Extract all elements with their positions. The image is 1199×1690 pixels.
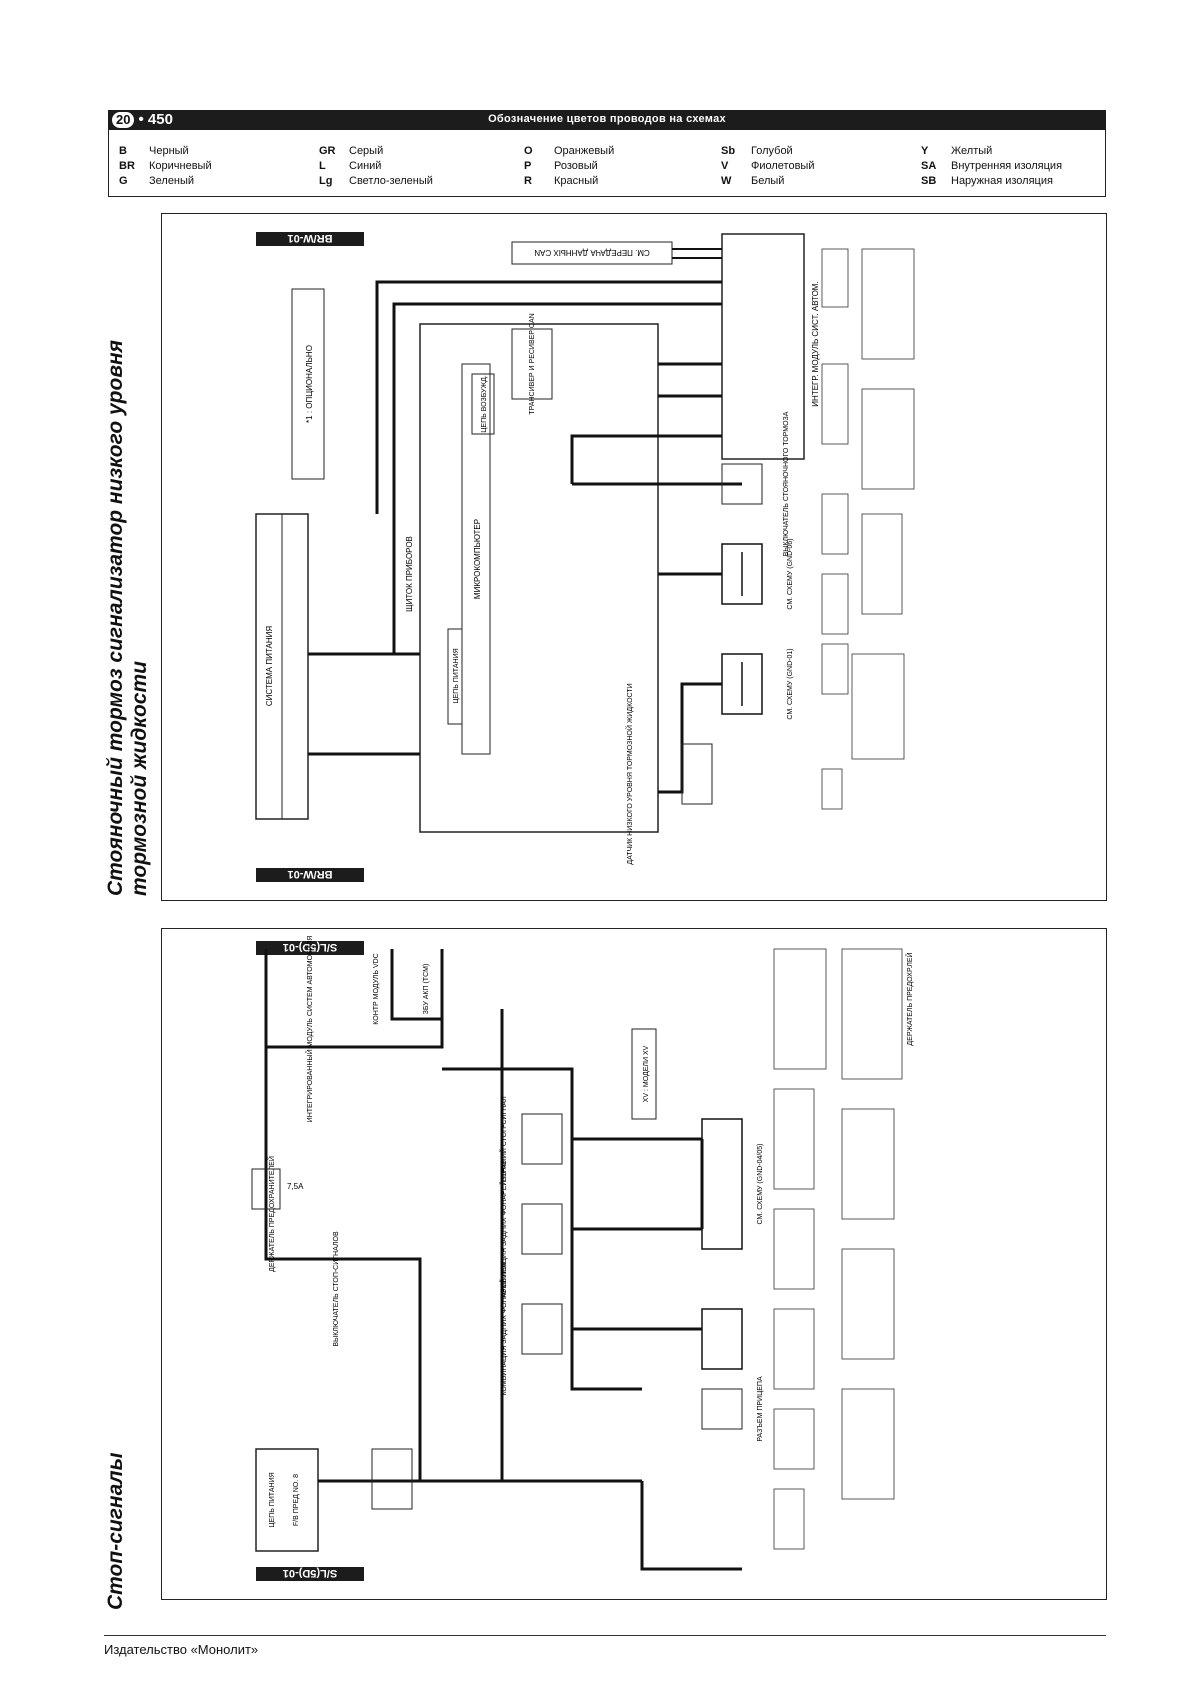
page-header: 20• 450 Обозначение цветов проводов на с… bbox=[108, 110, 1106, 130]
diagram-tag-bottom: BR/W-01 bbox=[256, 868, 364, 882]
svg-text:ДАТЧИК НИЗКОГО УРОВНЯ ТОРМОЗНО: ДАТЧИК НИЗКОГО УРОВНЯ ТОРМОЗНОЙ ЖИДКОСТИ bbox=[625, 683, 634, 864]
fuse-holder-bottom-label: ДЕРЖАТЕЛЬ ПРЕДОХР.ЛЕЙ bbox=[905, 952, 914, 1045]
svg-text:ТРАНСИВЕР И РЕСИВЕР CAN: ТРАНСИВЕР И РЕСИВЕР CAN bbox=[529, 313, 536, 414]
diagram-tag-top: S/L(5D)-01 bbox=[256, 941, 364, 955]
power-box: ЦЕПЬ ПИТАНИЯ F/B ПРЕД NO. 8 bbox=[255, 1448, 319, 1552]
page-number-text: • 450 bbox=[138, 111, 173, 128]
connector-pin-grids bbox=[821, 248, 915, 810]
svg-text:МИКРОКОМПЬЮТЕР: МИКРОКОМПЬЮТЕР bbox=[473, 519, 482, 599]
page-title: Обозначение цветов проводов на схемах bbox=[488, 113, 726, 125]
integrated-module-label: ИНТЕГРИРОВАННЫЙ МОДУЛЬ СИСТЕМ АВТОМОБИЛЯ bbox=[305, 936, 314, 1123]
connector-pin-grids bbox=[773, 948, 903, 1550]
power-system-box: СИСТЕМА ПИТАНИЯ bbox=[255, 513, 309, 820]
trailer-connector bbox=[701, 1388, 743, 1430]
xv-note-text: XV : МОДЕЛИ XV bbox=[643, 1045, 650, 1102]
vdc-module-label: КОНТР МОДУЛЬ VDC bbox=[373, 953, 380, 1024]
svg-text:S/L(5D)-01: S/L(5D)-01 bbox=[283, 1567, 337, 1579]
diagram-tag-top: BR/W-01 bbox=[256, 232, 364, 246]
svg-text:*1 : ОПЦИОНАЛЬНО: *1 : ОПЦИОНАЛЬНО bbox=[305, 345, 314, 423]
parking-brake-schematic: BR/W-01 BR/W-01 СИСТЕМА ПИТАНИЯ ЩИТОК ПР… bbox=[255, 232, 915, 882]
fuse bbox=[251, 1168, 281, 1210]
diagram2-caption: Стоп-сигналы bbox=[104, 1452, 127, 1610]
svg-text:S/L(5D)-01: S/L(5D)-01 bbox=[283, 941, 337, 953]
wire-harness bbox=[308, 280, 742, 794]
rear-right-lamp bbox=[521, 1203, 563, 1255]
ground-ref: СМ. СХЕМУ (GND-04/05) bbox=[757, 1144, 764, 1225]
svg-text:ЦЕПЬ ПИТАНИЯ: ЦЕПЬ ПИТАНИЯ bbox=[269, 1472, 276, 1527]
svg-text:СИСТЕМА ПИТАНИЯ: СИСТЕМА ПИТАНИЯ bbox=[265, 626, 274, 706]
svg-text:ЦЕПЬ ВОЗБУЖД.: ЦЕПЬ ВОЗБУЖД. bbox=[481, 375, 488, 433]
rear-left-label: КОМБИНАЦИЯ ЗАДНИХ ФОНАРЕЙ ЛЕВ bbox=[499, 1262, 508, 1395]
rear-left-lamp bbox=[521, 1303, 563, 1355]
page-number: 20• 450 bbox=[112, 111, 173, 128]
instrument-panel-box: ЩИТОК ПРИБОРОВ МИКРОКОМПЬЮТЕР ЦЕПЬ ПИТАН… bbox=[405, 313, 659, 833]
parking-brake-diagram: BR/W-01 BR/W-01 СИСТЕМА ПИТАНИЯ ЩИТОК ПР… bbox=[161, 213, 1107, 901]
svg-text:ВЫКЛЮЧАТЕЛЬ СТОЯНОЧНОГО ТОРМОЗ: ВЫКЛЮЧАТЕЛЬ СТОЯНОЧНОГО ТОРМОЗА bbox=[783, 411, 790, 556]
svg-text:СМ. ПЕРЕДАЧА ДАННЫХ CAN: СМ. ПЕРЕДАЧА ДАННЫХ CAN bbox=[534, 248, 650, 257]
ground-ref-gnd06: СМ. СХЕМУ (GND-06) bbox=[787, 538, 794, 609]
ground-symbol bbox=[701, 1118, 743, 1370]
fluid-level-sensor: ДАТЧИК НИЗКОГО УРОВНЯ ТОРМОЗНОЙ ЖИДКОСТИ bbox=[625, 683, 713, 865]
svg-text:BR/W-01: BR/W-01 bbox=[287, 232, 332, 244]
stop-lights-diagram: S/L(5D)-01 S/L(5D)-01 ЦЕПЬ ПИТАНИЯ F/B П… bbox=[161, 928, 1107, 1600]
svg-text:ЦЕПЬ ПИТАНИЯ: ЦЕПЬ ПИТАНИЯ bbox=[453, 648, 460, 703]
stop-lights-schematic: S/L(5D)-01 S/L(5D)-01 ЦЕПЬ ПИТАНИЯ F/B П… bbox=[251, 936, 914, 1581]
section-badge: 20 bbox=[112, 112, 135, 128]
footer-rule bbox=[104, 1635, 1106, 1636]
fuse-holder-label: ДЕРЖАТЕЛЬ ПРЕДОХРАНИТЕЛЕЙ bbox=[267, 1156, 276, 1272]
svg-text:ИНТЕГР. МОДУЛЬ СИСТ. АВТОМ.: ИНТЕГР. МОДУЛЬ СИСТ. АВТОМ. bbox=[811, 281, 820, 406]
svg-text:F/B ПРЕД NO. 8: F/B ПРЕД NO. 8 bbox=[293, 1474, 300, 1526]
integrated-module-box: ИНТЕГР. МОДУЛЬ СИСТ. АВТОМ. bbox=[721, 233, 820, 460]
upper-stop-lamp bbox=[521, 1113, 563, 1165]
svg-text:ЩИТОК ПРИБОРОВ: ЩИТОК ПРИБОРОВ bbox=[405, 536, 414, 612]
ground-symbol bbox=[721, 543, 763, 715]
ground-ref-gnd01: СМ. СХЕМУ (GND-01) bbox=[787, 648, 794, 719]
upper-stop-label: ВЕРХНИЙ СТОП-СИГНАЛ bbox=[499, 1096, 508, 1182]
can-reference: СМ. ПЕРЕДАЧА ДАННЫХ CAN bbox=[511, 241, 722, 265]
xv-note bbox=[631, 1028, 657, 1120]
parking-brake-switch: ВЫКЛЮЧАТЕЛЬ СТОЯНОЧНОГО ТОРМОЗА bbox=[721, 411, 790, 556]
diagram-tag-bottom: S/L(5D)-01 bbox=[256, 1567, 364, 1581]
fuse-rating: 7,5A bbox=[287, 1182, 304, 1191]
optional-note: *1 : ОПЦИОНАЛЬНО bbox=[291, 288, 325, 480]
diagram1-caption: Стояночный тормоз сигнализатор низкого у… bbox=[104, 339, 127, 896]
diagram1-caption-line2: тормозной жидкости bbox=[128, 661, 151, 896]
stop-switch-label: ВЫКЛЮЧАТЕЛЬ СТОП-СИГНАЛОВ bbox=[333, 1231, 340, 1347]
trailer-connector-label: РАЗЪЕМ ПРИЦЕПА bbox=[757, 1376, 764, 1442]
rear-right-label: КОМБИНАЦИЯ ЗАДНИХ ФОНАРЕЙ ПРАВ bbox=[499, 1160, 508, 1298]
stop-switch bbox=[371, 1448, 413, 1510]
tcm-label: ЗБУ АКП (TCM) bbox=[423, 964, 430, 1015]
publisher-footer: Издательство «Монолит» bbox=[104, 1642, 259, 1657]
svg-text:BR/W-01: BR/W-01 bbox=[287, 868, 332, 880]
